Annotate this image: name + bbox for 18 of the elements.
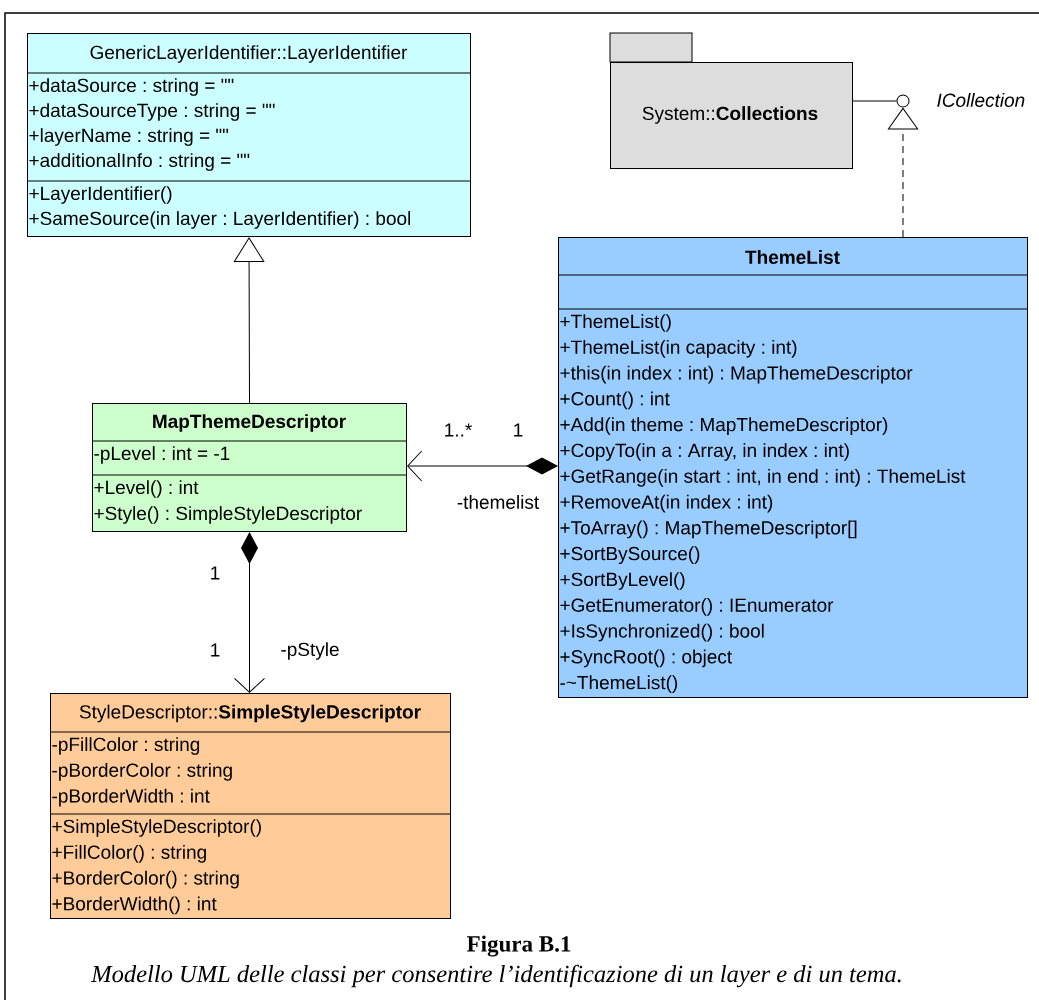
class-box: StyleDescriptor::SimpleStyleDescriptor -pFillColor : string -pBorderColor : string -pBorderWidth : int +SimpleStyleDescriptor() +FillColor() : string +BorderColor() : string +BorderWidth() : int [49, 693, 451, 919]
figure-caption: Modello UML delle classi per consentire l’identificazione di un layer e di un tema. [90, 964, 901, 988]
multiplicity-label: 1..* [445, 423, 472, 437]
composition-arrow [407, 450, 558, 482]
generalization-arrow [233, 237, 265, 404]
package-box: System::Collections [609, 32, 853, 169]
class-box: GenericLayerIdentifier::LayerIdentifier +dataSource : string = "" +dataSourceType : string = "" +layerName : string = "" +additionalInfo : string = "" +LayerIdentifier() +SameSource(in layer : LayerIdentifier) : bool [26, 33, 471, 237]
multiplicity-label: 1 [211, 566, 220, 580]
realization-arrow [887, 107, 919, 238]
class-box: MapThemeDescriptor -pLevel : int = -1 +Level() : int +Style() : SimpleStyleDescriptor [91, 403, 407, 532]
connector-line [852, 100, 897, 102]
composition-arrow [234, 532, 265, 693]
multiplicity-label: 1 [211, 643, 220, 657]
class-box: ThemeList +ThemeList() +ThemeList(in capacity : int) +this(in index : int) : MapThemeDescriptor +Count() : int +Add(in theme : MapThemeDescriptor) +CopyTo(in a : Array, in index : int) +GetRange(in start : int, in end : int) : ThemeList +RemoveAt(in index : int) +ToArray() : MapThemeDescriptor[] +SortBySource() +SortByLevel() +GetEnumerator() : IEnumerator +IsSynchronized() : bool +SyncRoot() : object -~ThemeList() [557, 237, 1028, 698]
edge-label: -pStyle [279, 641, 341, 661]
figure-title: Figura B.1 [467, 935, 571, 957]
multiplicity-label: 1 [514, 423, 523, 437]
edge-label: -themelist [455, 494, 541, 510]
